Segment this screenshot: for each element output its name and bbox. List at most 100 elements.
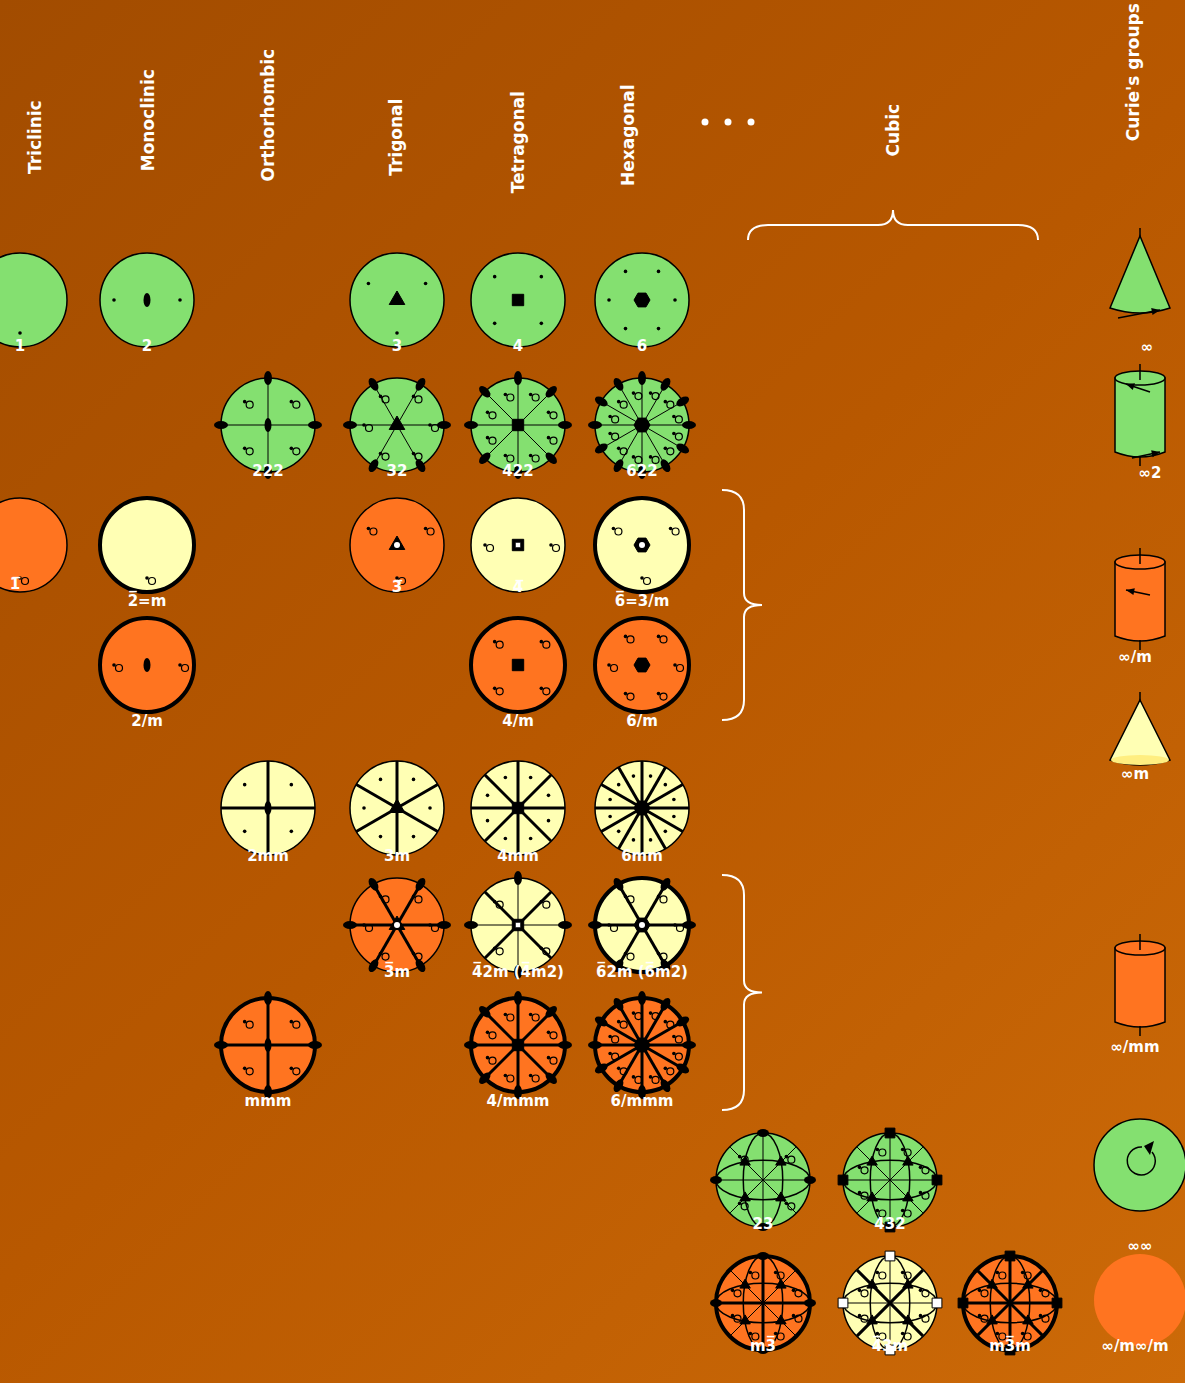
pole-dot [876,1209,880,1213]
pole-circle [415,896,422,903]
twofold-symbol [543,450,559,466]
pole-circle [660,896,667,903]
pole-dot [624,635,628,639]
threefold-symbol [776,1279,786,1288]
pole-circle [532,1075,539,1082]
group-label: 2/m [131,712,163,730]
pole-dot [412,452,416,456]
pole-dot [608,1035,612,1039]
axis-line [1139,548,1141,564]
pole-dot [504,393,508,397]
pole-circle [611,925,618,932]
group-label: 6 [637,337,647,355]
fourfold-symbol [512,659,523,670]
projection-circle [471,498,565,592]
pole-circle [627,896,634,903]
pole-circle [550,412,557,419]
group-label: ∞/m [1118,648,1152,666]
pole-dot [412,895,416,899]
pole-circle [496,901,503,908]
pole-circle [489,1032,496,1039]
pole-circle [904,1272,911,1279]
group-label: m3̅ [750,1337,776,1355]
twofold-symbol [265,1038,272,1052]
pole-circle [366,425,373,432]
pole-dot [290,830,294,834]
pole-dot [483,543,487,547]
pole-dot [649,455,653,459]
fourfold-symbol [512,539,523,550]
pole-dot [649,391,653,395]
pole-dot [428,806,432,810]
mirror-plane [619,884,666,965]
pole-circle [496,688,503,695]
pole-circle [615,528,622,535]
pole-circle [635,1013,642,1020]
pole-dot [669,527,673,531]
twofold-symbol [558,921,572,929]
pole-circle [904,1149,911,1156]
projection-circle [0,498,67,592]
twofold-symbol [308,421,322,429]
pole-circle [370,528,377,535]
stereogram [588,991,696,1099]
pole-circle [777,1333,784,1340]
pole-dot [876,1271,880,1275]
pole-circle [550,1032,557,1039]
pole-dot [858,1314,862,1318]
pole-circle [741,1203,748,1210]
stereogram [471,761,565,855]
axis-line [730,1270,796,1336]
pole-dot [486,436,490,440]
pole-circle [777,1272,784,1279]
group-label: 622 [626,462,657,480]
pole-circle [667,1068,674,1075]
pole-dot [379,835,383,839]
pole-dot [649,1011,653,1015]
stereogram [464,991,572,1099]
pole-circle [675,416,682,423]
group-label: 3 [392,337,402,355]
pole-circle [1042,1315,1049,1322]
pole-circle [432,425,439,432]
pole-circle [627,953,634,960]
pole-circle [489,1057,496,1064]
pole-dot [664,447,668,451]
fourfold-symbol [838,1175,848,1185]
pole-circle [652,1013,659,1020]
inversion-mark [639,922,645,928]
twofold-symbol [710,1176,722,1184]
twofold-symbol [612,376,626,392]
pole-circle [677,925,684,932]
pole-circle [734,1290,741,1297]
pole-dot [379,452,383,456]
pole-circle [496,641,503,648]
pole-circle [366,925,373,932]
arrow-head [1151,308,1160,315]
pole-circle [741,1156,748,1163]
pole-dot [529,1013,533,1017]
pole-dot [493,947,497,951]
threefold-symbol [776,1156,786,1165]
pole-circle [675,1036,682,1043]
pole-dot [876,1332,880,1336]
group-label: 222 [252,462,283,480]
stereogram [471,498,565,592]
pole-dot [367,527,371,531]
pole-dot [632,391,636,395]
pole-dot [540,640,544,644]
pole-circle [543,688,550,695]
pole-circle [652,1076,659,1083]
pole-circle [612,416,619,423]
pole-circle [652,393,659,400]
threefold-symbol [776,1315,786,1324]
pole-dot [379,395,383,399]
pole-circle [660,953,667,960]
pole-dot [540,275,544,279]
fourfold-symbol [512,802,523,813]
group-label: 6̅2m (6̅m2) [596,963,688,981]
group-label: 6/m [626,712,658,730]
group-label: 2mm [247,847,289,865]
pole-dot [243,1067,247,1071]
